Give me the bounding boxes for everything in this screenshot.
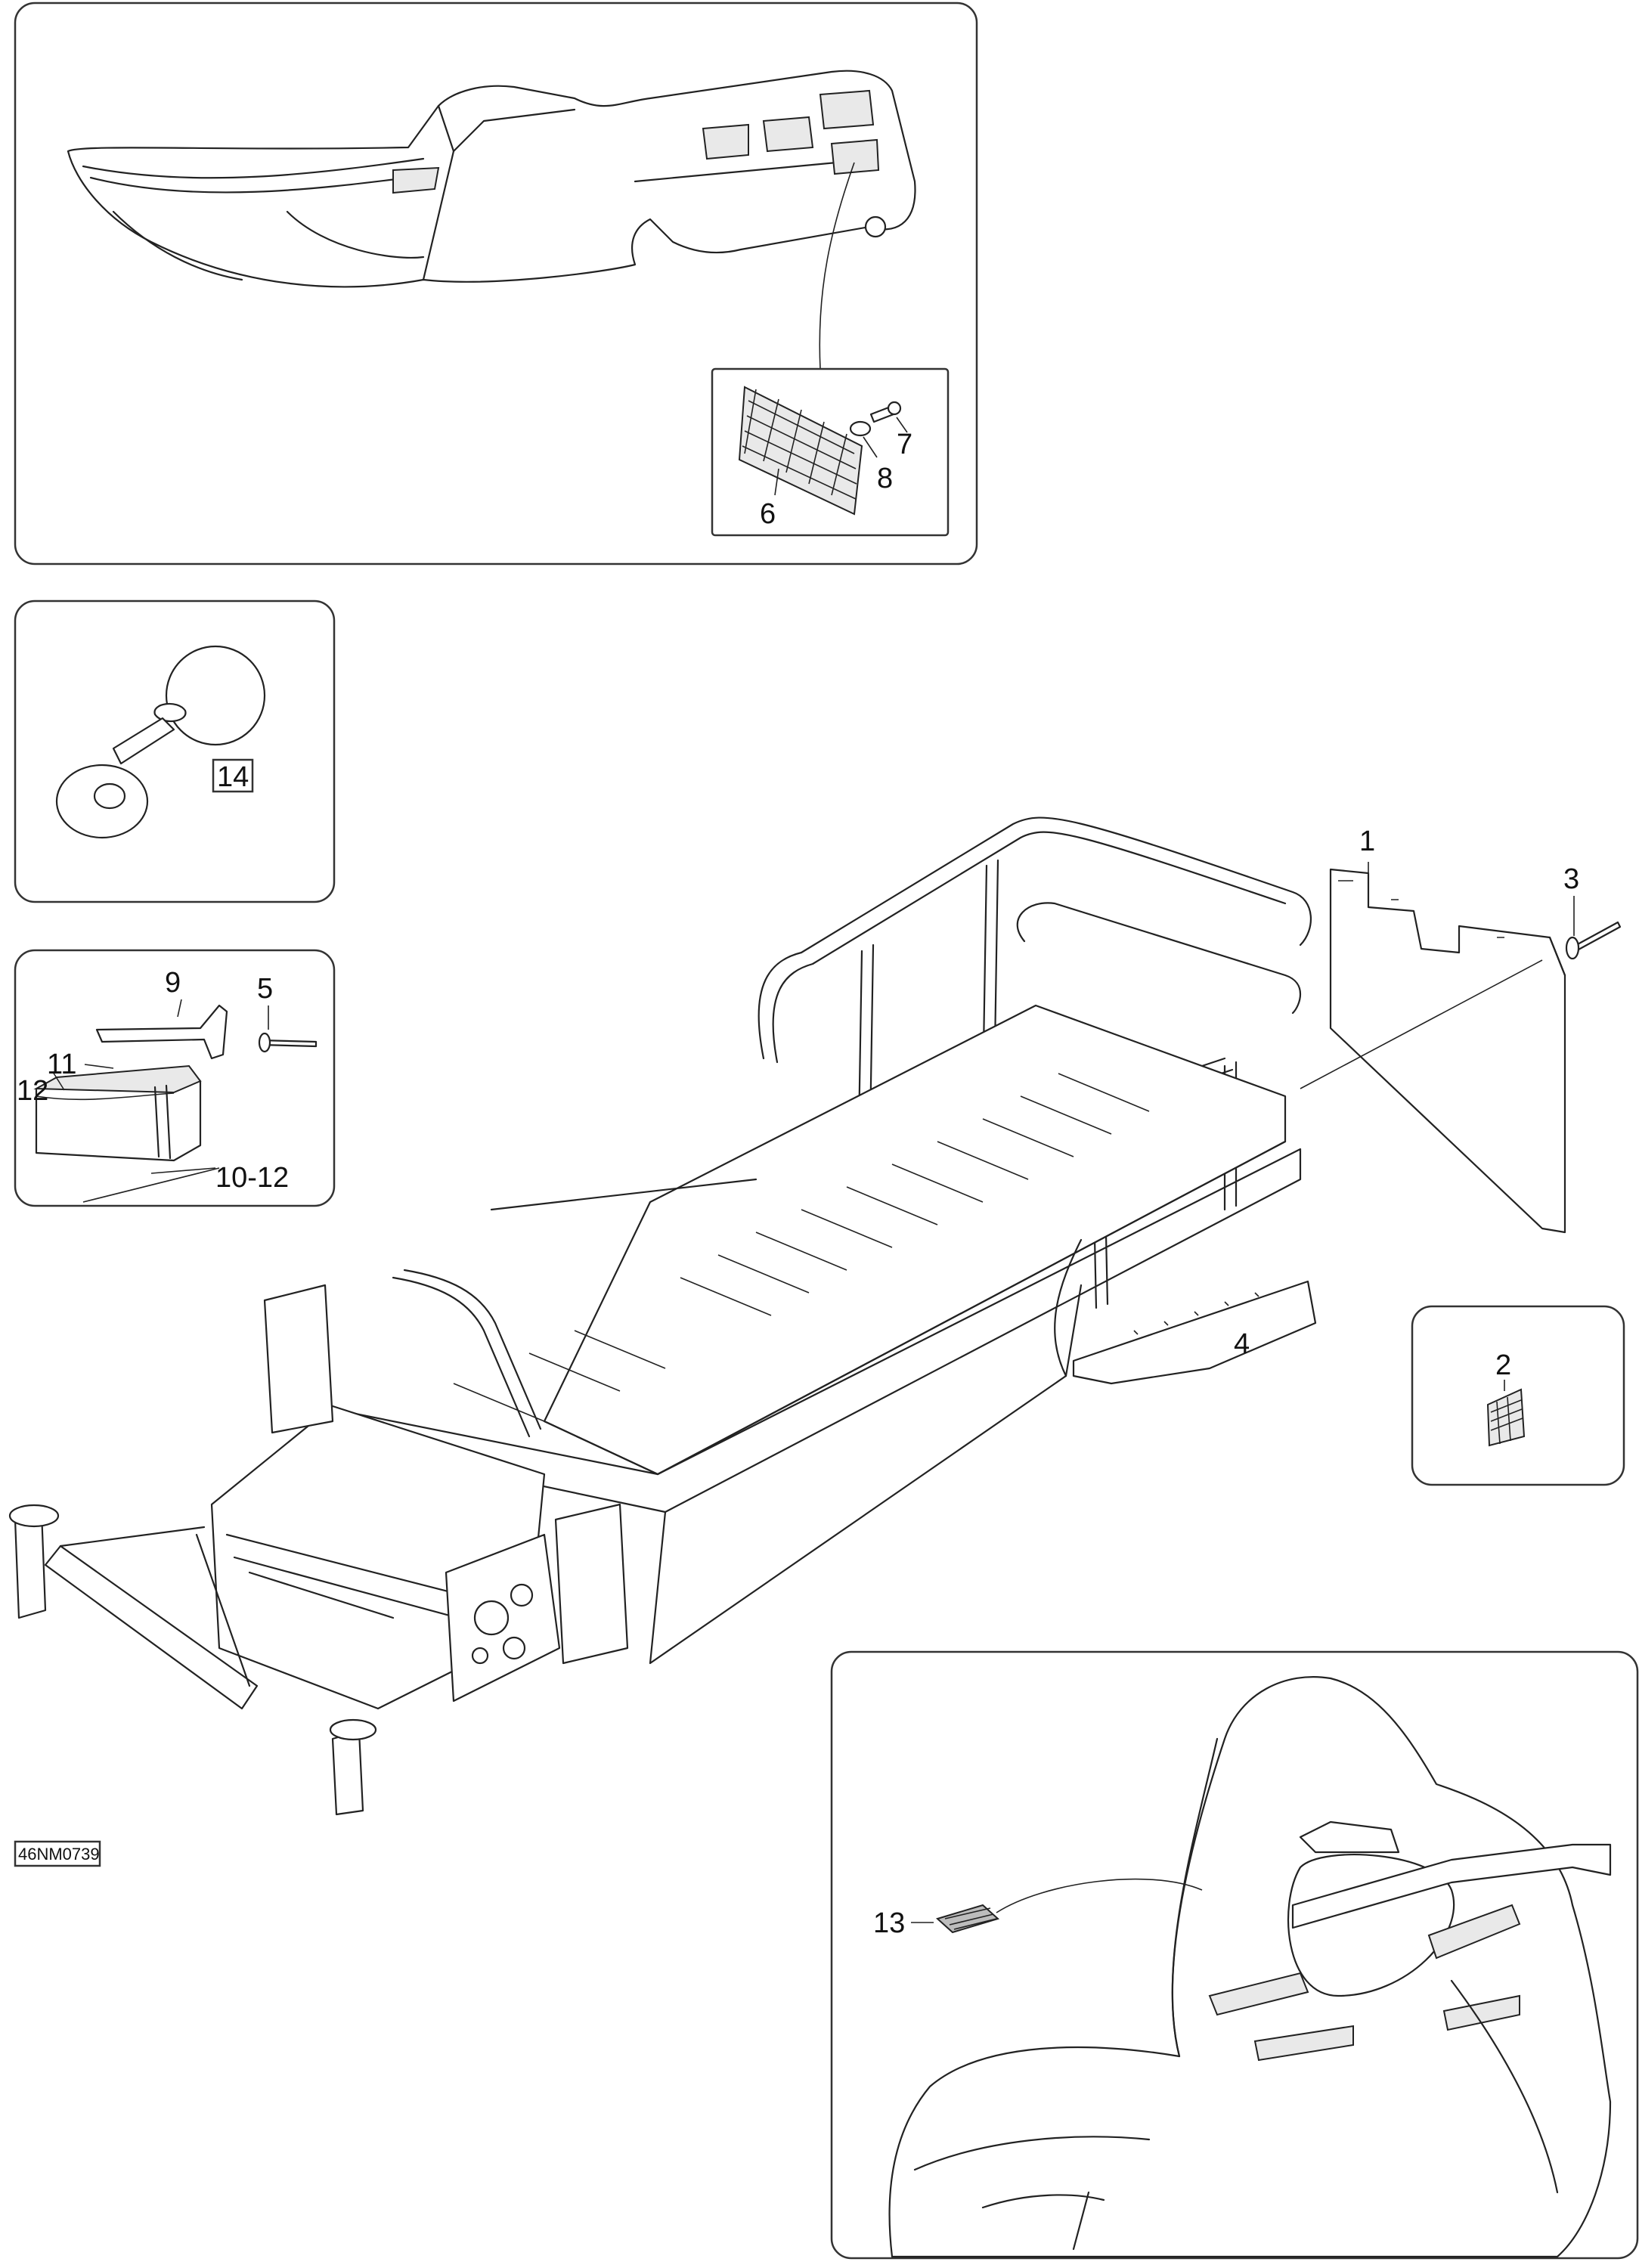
rivet-icon: [1575, 921, 1622, 951]
label-14: 14: [217, 761, 249, 793]
label-1: 1: [1359, 826, 1375, 857]
label-6: 6: [760, 498, 776, 530]
decal-icon: [1486, 1388, 1526, 1447]
label-11: 11: [47, 1049, 76, 1080]
panel-rear-bumper: 7 8 6: [14, 2, 978, 565]
label-9: 9: [165, 967, 181, 999]
part-3-rivet: 3: [1563, 863, 1622, 960]
horn-icon: [55, 645, 266, 839]
panel-horn: 14: [14, 600, 336, 903]
label-7: 7: [897, 429, 912, 460]
hood-decal-icon: [936, 1904, 999, 1934]
deck: [543, 1004, 1287, 1476]
washer-icon: [849, 420, 872, 437]
label-13: 13: [873, 1907, 905, 1939]
bracket-icon: [95, 1004, 228, 1060]
label-3: 3: [1563, 863, 1579, 895]
chassis-frame-illustration: [8, 816, 1312, 1816]
reflector-icon: [738, 386, 863, 516]
reflector-inset: 7 8 6: [711, 367, 950, 537]
bag-icon: [33, 1064, 202, 1162]
panel-bag: 9 5 11 12 10-12: [14, 949, 336, 1207]
rivet-icon: [258, 1032, 318, 1053]
part-4-side-guard: 4: [1072, 1280, 1317, 1385]
part-1-flap: 1: [1300, 826, 1566, 1234]
rear-bumper-illustration: [67, 70, 916, 288]
label-8: 8: [877, 463, 893, 494]
leader-flap-frame: [1300, 959, 1543, 1089]
screw-icon: [869, 401, 902, 423]
label-4: 4: [1234, 1328, 1250, 1360]
rack-rail: [758, 816, 1312, 1060]
hood-illustration: [888, 1676, 1612, 2258]
label-5: 5: [257, 973, 273, 1005]
leader-reflector-inset: [819, 162, 855, 370]
front-plates: [263, 1284, 629, 1703]
label-2: 2: [1495, 1349, 1511, 1381]
label-14-box: [212, 758, 254, 793]
label-12: 12: [17, 1075, 48, 1107]
diagram-reference: 46NM0739: [14, 1840, 101, 1867]
deck-slots: [453, 1073, 1150, 1422]
label-10-12: 10-12: [215, 1162, 289, 1194]
panel-decal-2: 2: [1411, 1305, 1625, 1486]
diagram-ref-text: 46NM0739: [18, 1845, 100, 1864]
panel-hood-decal: 13: [830, 1650, 1639, 2260]
